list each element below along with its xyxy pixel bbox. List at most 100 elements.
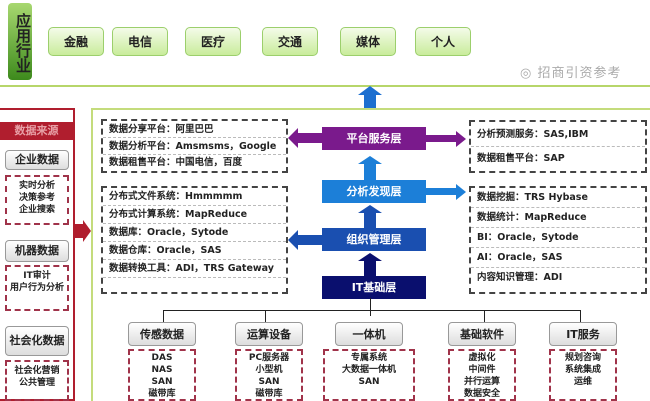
row: BI：Oracle，Sytode	[471, 228, 645, 248]
source-arrow-shaft	[75, 224, 83, 238]
industry-media[interactable]: 媒体	[340, 27, 396, 56]
layer-platform-service[interactable]: 平台服务层	[322, 127, 426, 150]
up-arrow-shaft	[364, 261, 376, 276]
up-arrow-icon	[358, 253, 382, 261]
connector	[163, 310, 581, 311]
platform-frame	[91, 108, 650, 401]
row: 数据租售平台：SAP	[477, 153, 565, 164]
infra-sensor-data[interactable]: 传感数据	[128, 322, 196, 346]
item: 公共管理	[18, 378, 55, 388]
row: 内容知识管理：ADI	[477, 272, 563, 283]
up-arrow-icon	[358, 205, 382, 213]
item: 决策参考	[18, 193, 55, 203]
divider	[0, 85, 650, 87]
item: PC服务器	[248, 353, 290, 363]
infra-services-items: 规划咨询系统集成运维	[549, 349, 617, 401]
platform-box-right-top: 分析预测服务：SAS,IBM 数据租售平台：SAP	[469, 120, 647, 173]
watermark-text: 招商引资参考	[537, 66, 622, 81]
right-arrow-icon	[83, 220, 91, 242]
up-arrow-shaft	[364, 213, 376, 228]
industry-medical[interactable]: 医疗	[185, 27, 241, 56]
up-arrow-icon	[358, 86, 382, 95]
layer-analysis-discovery[interactable]: 分析发现层	[322, 180, 426, 203]
item: 磁带库	[148, 389, 176, 399]
item: 大数据一体机	[341, 365, 396, 375]
data-sources-title: 数据来源	[0, 122, 73, 140]
up-arrow-shaft	[364, 164, 376, 180]
infra-computing-items: PC服务器小型机 SAN 磁带库	[235, 349, 303, 401]
up-arrow-shaft	[364, 95, 376, 108]
item: 规划咨询	[564, 353, 601, 363]
item: 企业搜索	[18, 205, 55, 215]
item: 虚拟化	[468, 353, 496, 363]
infra-software-items: 虚拟化中间件并行运算数据安全	[448, 349, 516, 401]
left-arrow-icon	[288, 230, 298, 250]
infra-base-software[interactable]: 基础软件	[448, 322, 516, 346]
item: SAN	[258, 377, 280, 387]
source-machine-items: IT审计 用户行为分析	[5, 265, 69, 311]
item: IT审计	[23, 271, 51, 281]
watermark: ◎ 招商引资参考	[520, 62, 622, 81]
layer-it-infrastructure[interactable]: IT基础层	[322, 276, 426, 299]
item: 系统集成	[564, 365, 601, 375]
item: 磁带库	[255, 389, 283, 399]
row: 数据分析平台：Amsmsms，Google	[103, 138, 286, 155]
connector	[484, 310, 485, 322]
row: 分布式文件系统：Hmmmmm	[103, 188, 286, 206]
item: 并行运算	[463, 377, 500, 387]
row: 数据挖掘：TRS Hybase	[471, 188, 645, 208]
row: 数据分享平台：阿里巴巴	[103, 121, 286, 138]
item: 中间件	[468, 365, 496, 375]
right-arrow-icon	[456, 131, 466, 147]
source-machine[interactable]: 机器数据	[5, 240, 69, 262]
platform-box-left-bottom: 分布式文件系统：Hmmmmm 分布式计算系统：MapReduce 数据库：Ora…	[101, 186, 288, 294]
infra-appliance-items: 专属系统大数据一体机 SAN	[323, 349, 415, 401]
connector	[265, 310, 266, 322]
item: SAN	[358, 377, 380, 387]
infra-it-services[interactable]: IT服务	[549, 322, 617, 346]
row: 数据库：Oracle，Sytode	[103, 224, 286, 242]
connector	[163, 310, 164, 322]
industry-finance[interactable]: 金融	[48, 27, 104, 56]
infra-sensor-items: DAS NAS SAN 磁带库	[128, 349, 196, 401]
row: AI：Oracle，SAS	[471, 248, 645, 268]
row: 分布式计算系统：MapReduce	[103, 206, 286, 224]
item: 社会化营销	[14, 366, 60, 376]
industry-label: 应用行业	[8, 3, 32, 80]
source-enterprise[interactable]: 企业数据	[5, 150, 69, 170]
row: 数据统计：MapReduce	[471, 208, 645, 228]
layer-organization-management[interactable]: 组织管理层	[322, 228, 426, 251]
row: 数据仓库：Oracle，SAS	[103, 242, 286, 260]
platform-box-right-bottom: 数据挖掘：TRS Hybase 数据统计：MapReduce BI：Oracle…	[469, 186, 647, 294]
source-enterprise-items: 实时分析 决策参考 企业搜索	[5, 175, 69, 225]
industry-personal[interactable]: 个人	[415, 27, 471, 56]
wechat-icon: ◎	[520, 66, 538, 81]
item: 小型机	[255, 365, 283, 375]
industry-transport[interactable]: 交通	[262, 27, 318, 56]
platform-box-left-top: 数据分享平台：阿里巴巴 数据分析平台：Amsmsms，Google 数据租售平台…	[101, 119, 288, 173]
connector	[580, 310, 581, 322]
right-arrow-shaft	[426, 135, 456, 142]
source-social-items: 社会化营销 公共管理	[5, 360, 69, 401]
infra-appliance[interactable]: 一体机	[335, 322, 403, 346]
item: SAN	[151, 377, 173, 387]
item: 实时分析	[18, 181, 55, 191]
up-arrow-icon	[358, 156, 382, 164]
right-arrow-shaft	[426, 188, 456, 195]
industry-telecom[interactable]: 电信	[112, 27, 168, 56]
item: DAS	[151, 353, 173, 363]
connector	[370, 298, 371, 316]
item: 用户行为分析	[9, 283, 64, 293]
left-arrow-shaft	[298, 133, 322, 143]
left-arrow-shaft	[298, 235, 322, 245]
item: 数据安全	[463, 389, 500, 399]
left-arrow-icon	[288, 128, 298, 148]
source-social[interactable]: 社会化数据	[5, 326, 69, 356]
item: NAS	[151, 365, 173, 375]
row: 数据租售平台：中国电信，百度	[109, 157, 243, 168]
infra-computing-devices[interactable]: 运算设备	[235, 322, 303, 346]
row: 数据转换工具：ADI，TRS Gateway	[103, 260, 286, 278]
item: 运维	[573, 377, 592, 387]
right-arrow-icon	[456, 184, 466, 200]
item: 专属系统	[350, 353, 387, 363]
